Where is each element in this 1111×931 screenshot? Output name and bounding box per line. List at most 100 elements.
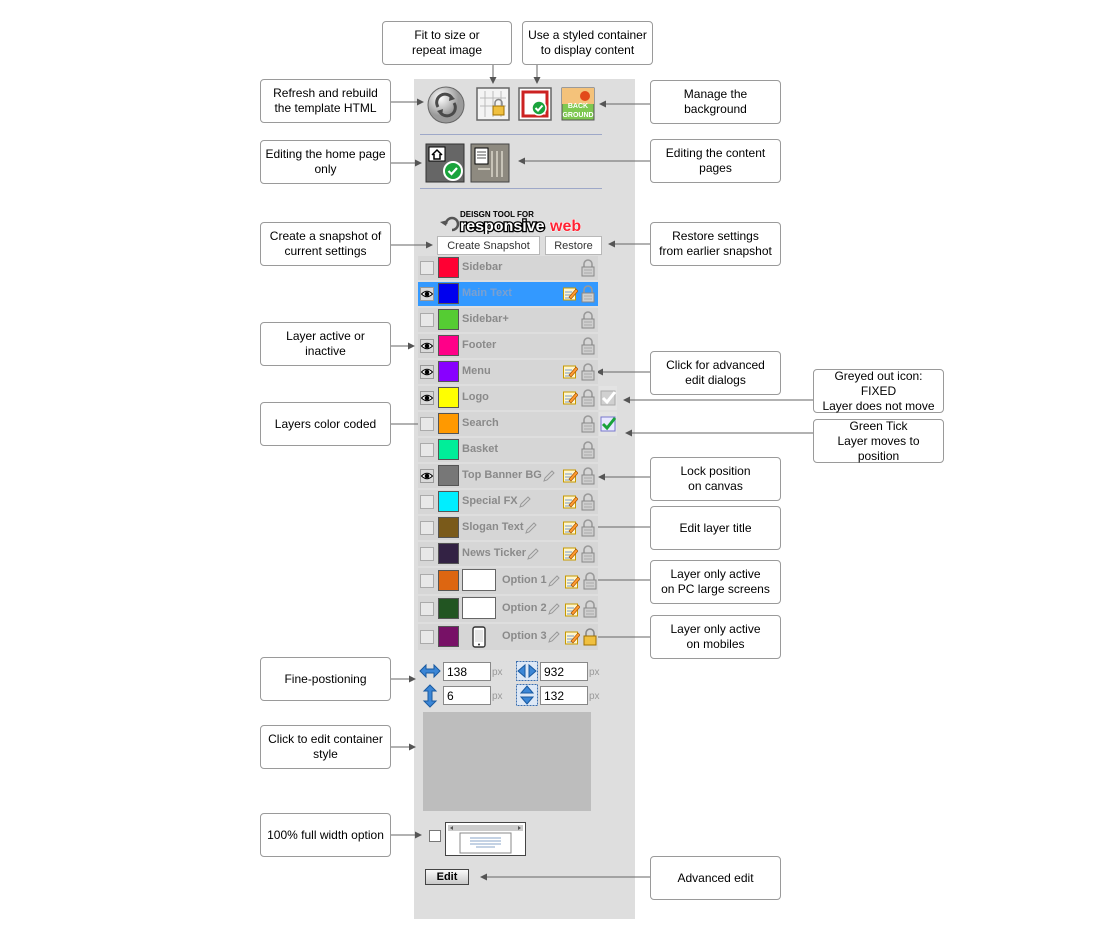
layer-color-swatch[interactable] <box>438 465 459 486</box>
styled-container-button[interactable] <box>518 87 552 121</box>
eye-icon[interactable] <box>420 287 434 301</box>
edit-title-pencil-icon[interactable] <box>548 631 560 643</box>
edit-dialog-icon[interactable] <box>565 602 580 617</box>
vertical-arrows-icon[interactable] <box>421 684 439 708</box>
gold-lock-icon[interactable] <box>582 628 598 646</box>
create-snapshot-button[interactable]: Create Snapshot <box>437 236 540 255</box>
restore-button[interactable]: Restore <box>545 236 602 255</box>
eye-icon[interactable] <box>420 469 434 483</box>
lock-icon[interactable] <box>580 545 596 563</box>
layer-row-sidebar[interactable]: Sidebar <box>418 256 598 280</box>
layer-active-checkbox[interactable] <box>420 574 434 588</box>
edit-dialog-icon[interactable] <box>565 574 580 589</box>
layer-color-swatch[interactable] <box>438 439 459 460</box>
layer-active-checkbox[interactable] <box>420 521 434 535</box>
content-pages-mode-button[interactable] <box>470 143 510 183</box>
layer-row-option-3[interactable]: Option 3 <box>418 624 598 650</box>
lock-icon[interactable] <box>580 519 596 537</box>
lock-icon[interactable] <box>580 363 596 381</box>
layer-color-swatch[interactable] <box>438 517 459 538</box>
edit-title-pencil-icon[interactable] <box>548 603 560 615</box>
layer-color-swatch[interactable] <box>438 570 459 591</box>
y-position-input[interactable] <box>443 686 491 705</box>
layer-row-footer[interactable]: Footer <box>418 334 598 358</box>
layer-row-slogan-text[interactable]: Slogan Text <box>418 516 598 540</box>
layer-row-news-ticker[interactable]: News Ticker <box>418 542 598 566</box>
home-page-mode-button[interactable] <box>425 143 465 183</box>
edit-dialog-icon[interactable] <box>563 468 578 483</box>
layer-row-menu[interactable]: Menu <box>418 360 598 384</box>
layer-row-option-1[interactable]: Option 1 <box>418 568 598 594</box>
layer-row-sidebar-plus[interactable]: Sidebar+ <box>418 308 598 332</box>
edit-title-pencil-icon[interactable] <box>543 470 555 482</box>
eye-icon[interactable] <box>420 365 434 379</box>
eye-icon[interactable] <box>420 339 434 353</box>
layer-row-top-banner-bg[interactable]: Top Banner BG <box>418 464 598 488</box>
lock-icon[interactable] <box>580 389 596 407</box>
layer-active-checkbox[interactable] <box>420 602 434 616</box>
layer-row-option-2[interactable]: Option 2 <box>418 596 598 622</box>
layer-color-swatch[interactable] <box>438 335 459 356</box>
layer-active-checkbox[interactable] <box>420 313 434 327</box>
refresh-button[interactable] <box>426 85 466 125</box>
lock-icon[interactable] <box>580 441 596 459</box>
edit-title-pencil-icon[interactable] <box>548 575 560 587</box>
layer-row-logo[interactable]: Logo <box>418 386 598 410</box>
lock-icon[interactable] <box>580 415 596 433</box>
eye-icon[interactable] <box>420 391 434 405</box>
x-position-input[interactable] <box>443 662 491 681</box>
layer-active-checkbox[interactable] <box>420 495 434 509</box>
layer-color-swatch[interactable] <box>438 491 459 512</box>
move-status-cell[interactable] <box>599 412 617 436</box>
height-arrows-icon[interactable] <box>516 684 538 706</box>
move-status-cell[interactable] <box>599 386 617 410</box>
layer-active-checkbox[interactable] <box>420 630 434 644</box>
layer-active-checkbox[interactable] <box>420 261 434 275</box>
layer-color-swatch[interactable] <box>438 413 459 434</box>
layer-color-swatch[interactable] <box>438 309 459 330</box>
lock-icon[interactable] <box>582 600 598 618</box>
edit-dialog-icon[interactable] <box>563 364 578 379</box>
layer-row-search[interactable]: Search <box>418 412 598 436</box>
layer-active-checkbox[interactable] <box>420 547 434 561</box>
edit-dialog-icon[interactable] <box>563 286 578 301</box>
width-input[interactable] <box>540 662 588 681</box>
fit-image-button[interactable] <box>476 87 510 121</box>
edit-dialog-icon[interactable] <box>563 390 578 405</box>
layer-active-checkbox[interactable] <box>420 443 434 457</box>
layer-row-special-fx[interactable]: Special FX <box>418 490 598 514</box>
layer-active-checkbox[interactable] <box>420 417 434 431</box>
lock-icon[interactable] <box>580 467 596 485</box>
lock-icon[interactable] <box>580 311 596 329</box>
horizontal-arrows-icon[interactable] <box>419 661 441 681</box>
layer-color-swatch[interactable] <box>438 598 459 619</box>
layer-color-swatch[interactable] <box>438 257 459 278</box>
edit-title-pencil-icon[interactable] <box>525 522 537 534</box>
edit-dialog-icon[interactable] <box>563 546 578 561</box>
advanced-edit-button[interactable]: Edit <box>425 869 469 885</box>
layer-color-swatch[interactable] <box>438 543 459 564</box>
edit-title-pencil-icon[interactable] <box>519 496 531 508</box>
edit-title-pencil-icon[interactable] <box>527 548 539 560</box>
full-width-checkbox[interactable] <box>429 830 441 842</box>
layer-row-basket[interactable]: Basket <box>418 438 598 462</box>
lock-icon[interactable] <box>582 572 598 590</box>
width-arrows-icon[interactable] <box>516 661 538 681</box>
edit-dialog-icon[interactable] <box>563 520 578 535</box>
layer-color-swatch[interactable] <box>438 626 459 647</box>
lock-icon[interactable] <box>580 259 596 277</box>
edit-dialog-icon[interactable] <box>563 494 578 509</box>
container-style-preview[interactable] <box>423 712 591 811</box>
lock-icon[interactable] <box>580 285 596 303</box>
lock-icon[interactable] <box>580 493 596 511</box>
green-tick-icon[interactable] <box>599 412 617 436</box>
edit-dialog-icon[interactable] <box>565 630 580 645</box>
lock-icon[interactable] <box>580 337 596 355</box>
background-button[interactable]: BACK GROUND <box>561 87 595 121</box>
layer-color-swatch[interactable] <box>438 283 459 304</box>
fixed-greyed-tick-icon[interactable] <box>599 386 617 410</box>
layer-row-main-text[interactable]: Main Text <box>418 282 598 306</box>
height-input[interactable] <box>540 686 588 705</box>
layer-color-swatch[interactable] <box>438 361 459 382</box>
layer-color-swatch[interactable] <box>438 387 459 408</box>
